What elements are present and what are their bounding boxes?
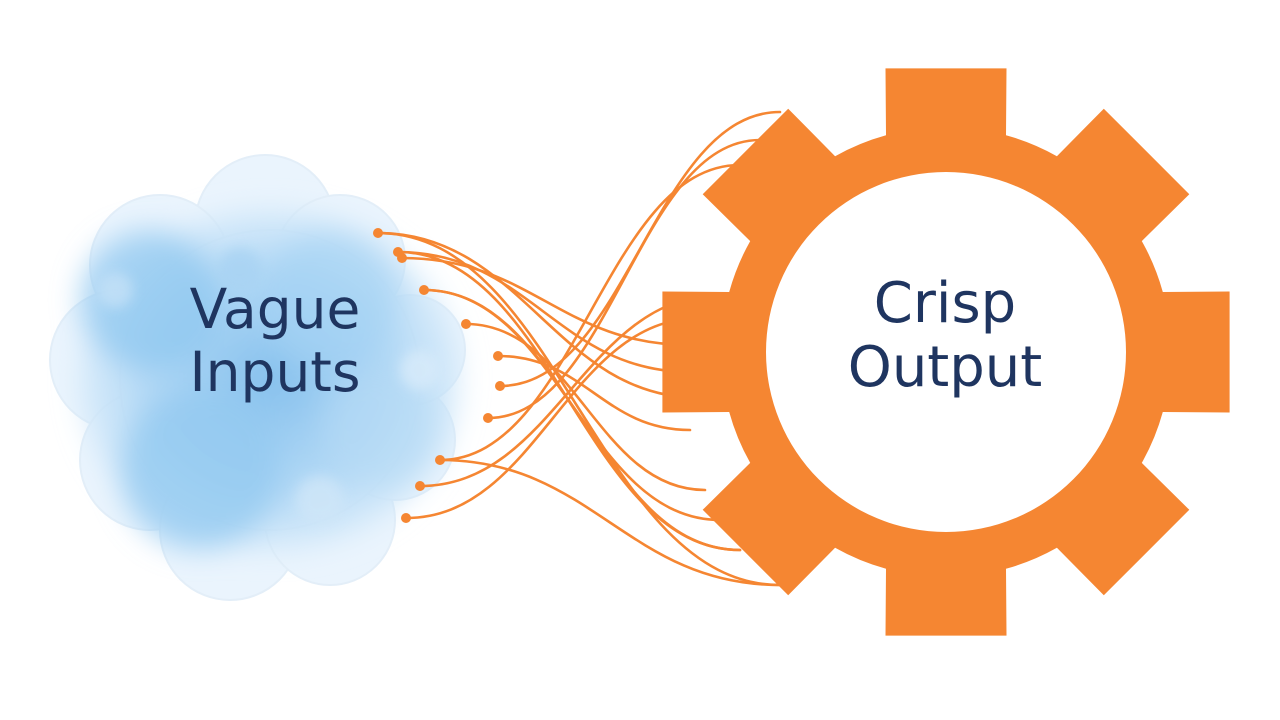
connector-line xyxy=(464,322,707,492)
connector-line xyxy=(438,458,782,587)
gear-icon xyxy=(662,68,1230,636)
connector-dot xyxy=(419,285,429,295)
connector-line xyxy=(404,316,702,520)
connector-line xyxy=(496,354,692,432)
connector-line xyxy=(422,288,742,552)
gear-label-line1: Crisp xyxy=(873,271,1017,336)
connector-line xyxy=(376,231,702,400)
cloud-icon xyxy=(49,154,466,601)
connector-dot xyxy=(493,351,503,361)
connector-dot xyxy=(415,481,425,491)
gear-label-line2: Output xyxy=(847,334,1043,400)
connector-line xyxy=(396,250,692,374)
cloud-label: Vague Inputs xyxy=(150,278,400,403)
connector-dot xyxy=(401,513,411,523)
connector-line xyxy=(400,256,692,347)
cloud-label-line2: Inputs xyxy=(189,339,361,404)
connector-lines xyxy=(373,110,782,587)
gear-label: Crisp Output xyxy=(810,272,1080,400)
connector-dot xyxy=(461,319,471,329)
connector-line xyxy=(376,231,782,587)
cloud-haze xyxy=(80,210,460,550)
connector-line xyxy=(438,163,742,462)
connector-dot xyxy=(483,413,493,423)
connector-dot xyxy=(373,228,383,238)
connector-dot xyxy=(495,381,505,391)
connector-dot xyxy=(397,253,407,263)
connector-dot xyxy=(435,455,445,465)
cloud-label-line1: Vague xyxy=(189,277,361,341)
